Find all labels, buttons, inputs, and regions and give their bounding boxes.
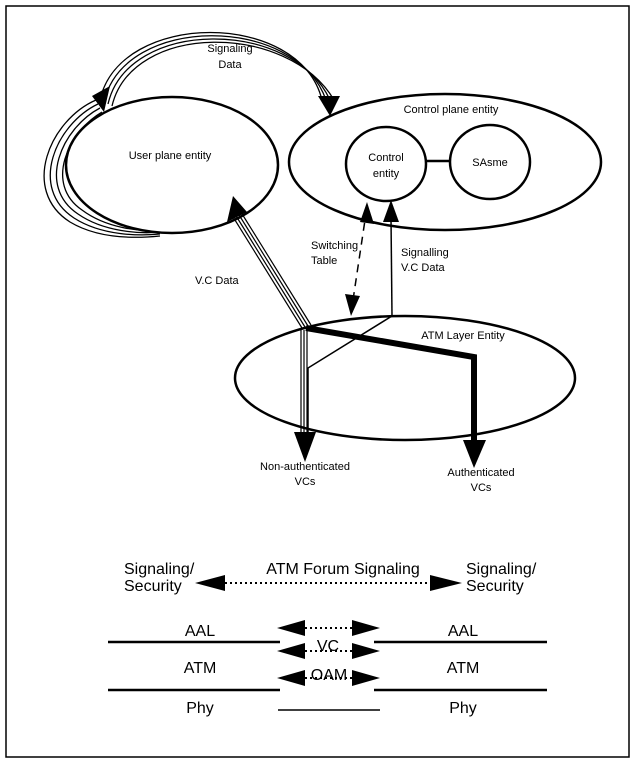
signalling-vc-arrowhead: [383, 200, 399, 222]
control-entity-label-1: Control: [368, 152, 403, 164]
control-entity-label-2: entity: [373, 168, 400, 180]
outer-border: [5, 5, 630, 758]
auth-label-2: VCs: [471, 482, 492, 494]
switching-label-1: Switching: [311, 240, 358, 252]
vc-data-arrowhead: [227, 196, 247, 222]
left-atm: ATM: [184, 660, 217, 677]
non-auth-arrow: [300, 330, 308, 440]
signalling-path: [307, 315, 393, 432]
left-phy: Phy: [186, 700, 214, 717]
right-atm: ATM: [447, 660, 480, 677]
switching-arrowhead-up: [360, 202, 374, 224]
layer-lines: [108, 640, 547, 711]
non-auth-label-2: VCs: [295, 476, 316, 488]
signalling-vc-label-2: V.C Data: [401, 262, 446, 274]
right-phy: Phy: [449, 700, 477, 717]
forum-arrow-right: [430, 575, 462, 591]
forum-arrow-left: [195, 575, 225, 591]
forum-signaling-label: ATM Forum Signaling: [266, 561, 420, 578]
oam-label: OAM: [311, 667, 347, 684]
right-signaling-label-1: Signaling/: [466, 561, 537, 578]
user-plane-entity: [64, 95, 280, 235]
auth-label-1: Authenticated: [447, 467, 514, 479]
peer-arrows: [277, 620, 380, 686]
control-plane-label: Control plane entity: [404, 104, 499, 116]
vc-label: VC: [317, 638, 339, 655]
non-auth-label-1: Non-authenticated: [260, 461, 350, 473]
signalling-vc-line: [390, 217, 393, 317]
left-aal: AAL: [185, 623, 215, 640]
signaling-data-label-2: Data: [218, 59, 242, 71]
user-plane-label: User plane entity: [129, 150, 212, 162]
atm-layer-entity: [233, 314, 577, 442]
arrowhead-control-plane: [318, 96, 340, 116]
auth-path: [305, 325, 477, 445]
arrowhead-user-plane: [92, 86, 110, 112]
sasme-label: SAsme: [472, 157, 507, 169]
signaling-data-label-1: Signaling: [207, 43, 252, 55]
vc-data-label: V.C Data: [195, 275, 240, 287]
atm-layer-label: ATM Layer Entity: [421, 330, 505, 342]
non-auth-arrowhead: [294, 432, 316, 462]
right-signaling-label-2: Security: [466, 578, 524, 595]
signalling-vc-label-1: Signalling: [401, 247, 449, 259]
left-signaling-label-2: Security: [124, 578, 182, 595]
left-signaling-label-1: Signaling/: [124, 561, 195, 578]
switching-table-line: [352, 219, 366, 301]
switching-label-2: Table: [311, 255, 337, 267]
switching-arrowhead-down: [345, 294, 360, 316]
right-aal: AAL: [448, 623, 478, 640]
sasme-entity: [448, 123, 532, 201]
control-entity: [344, 125, 428, 203]
vc-data-arrow: [229, 208, 312, 329]
auth-arrowhead: [463, 440, 486, 468]
